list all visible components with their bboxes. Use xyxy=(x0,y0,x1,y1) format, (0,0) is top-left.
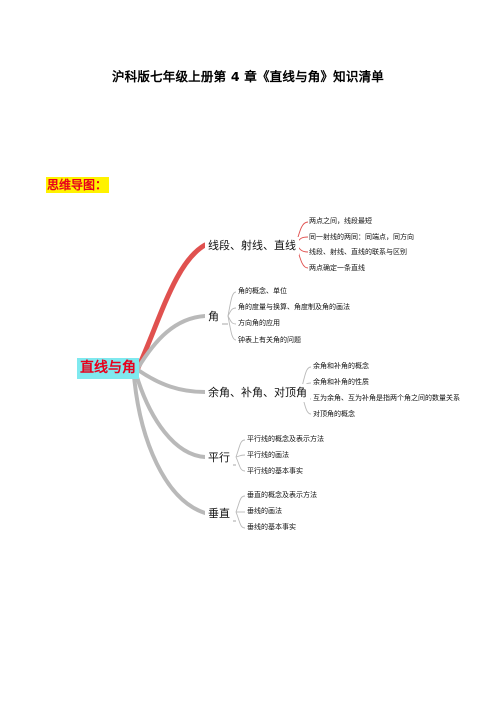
mindmap-leaf: 互为余角、互为补角是指两个角之间的数量关系 xyxy=(313,394,460,402)
mindmap-leaf: 平行线的基本事实 xyxy=(247,467,303,475)
branch-line-5 xyxy=(132,374,207,515)
mindmap-leaf: 平行线的画法 xyxy=(247,451,289,459)
mindmap-leaf: 对顶角的概念 xyxy=(313,410,355,418)
mindmap-leaf: 钟表上有关角的问题 xyxy=(238,336,301,344)
mindmap-node-parallel: 平行 xyxy=(205,449,233,467)
branch-line-1 xyxy=(135,242,208,371)
mindmap-node-lines: 线段、射线、直线 xyxy=(205,237,299,255)
mindmap-node-perpendicular: 垂直 xyxy=(205,505,233,523)
mindmap-leaf: 角的度量与换算、角度制及角的画法 xyxy=(238,303,350,311)
mindmap-leaf: 垂线的画法 xyxy=(247,507,282,515)
section-label-mindmap: 思维导图： xyxy=(46,177,110,193)
mindmap-leaf: 余角和补角的概念 xyxy=(313,362,369,370)
mindmap-leaf: 平行线的概念及表示方法 xyxy=(247,435,324,443)
mindmap-node-angle: 角 xyxy=(205,308,222,326)
mindmap-leaf: 线段、射线、直线的联系与区别 xyxy=(309,248,407,256)
mindmap-leaf: 方向角的应用 xyxy=(238,319,280,327)
mindmap-leaf: 垂线的基本事实 xyxy=(247,523,296,531)
branch-line-3 xyxy=(136,368,207,394)
mindmap-leaf: 同一射线的两同：同端点，同方向 xyxy=(309,233,414,241)
mindmap-leaf: 角的概念、单位 xyxy=(238,287,287,295)
mindmap-leaf: 余角和补角的性质 xyxy=(313,378,369,386)
mindmap-leaf: 两点确定一条直线 xyxy=(309,264,365,272)
mindmap-center-topic: 直线与角 xyxy=(77,358,139,379)
branch-line-2 xyxy=(136,314,207,370)
mindmap-node-complementary-angles: 余角、补角、对顶角 xyxy=(205,384,310,402)
document-title: 沪科版七年级上册第 4 章《直线与角》知识清单 xyxy=(111,69,384,84)
mindmap-leaf: 两点之间，线段最短 xyxy=(309,217,372,225)
branch-line-4 xyxy=(134,372,207,459)
mindmap-leaf: 垂直的概念及表示方法 xyxy=(247,491,317,499)
